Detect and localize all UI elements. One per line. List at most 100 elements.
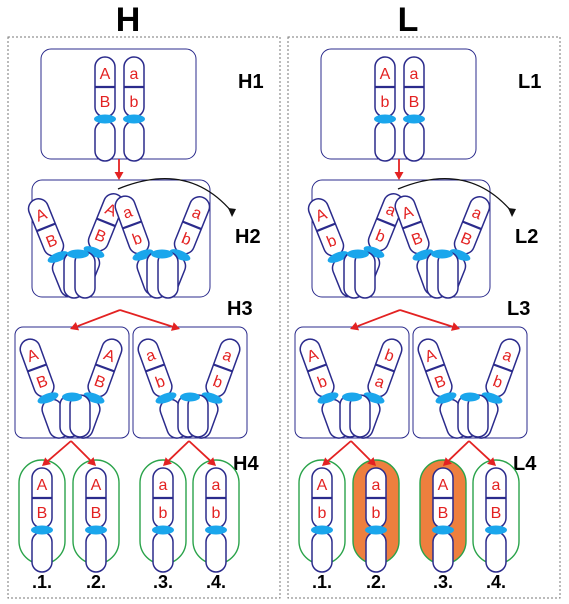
gamete-number: .2. bbox=[366, 572, 386, 592]
gamete-2: ab.2. bbox=[352, 459, 400, 592]
chromosome-lower-arm bbox=[74, 251, 96, 299]
chromosome-lower-arm bbox=[365, 531, 387, 573]
allele-divider bbox=[402, 220, 422, 230]
gamete-4: aB.4. bbox=[472, 459, 520, 592]
gamete-4: ab.4. bbox=[192, 459, 240, 592]
stage-label: L4 bbox=[513, 453, 537, 475]
centromere bbox=[205, 525, 227, 535]
crossover-arrow bbox=[117, 178, 236, 217]
gamete-number: .3. bbox=[433, 572, 453, 592]
centromere bbox=[374, 114, 396, 124]
centromere bbox=[432, 525, 454, 535]
arrow-stage2-3-left bbox=[70, 309, 121, 331]
stage-label: L3 bbox=[507, 298, 530, 320]
centromere bbox=[435, 392, 457, 404]
gamete-3: AB.3. bbox=[419, 459, 467, 592]
chromosome: ab bbox=[123, 56, 145, 162]
allele-divider bbox=[122, 220, 142, 230]
stage1-cell bbox=[320, 48, 477, 160]
chromosome: AB bbox=[432, 467, 454, 573]
gamete-number: .3. bbox=[153, 572, 173, 592]
centromere bbox=[94, 114, 116, 124]
allele-label: B bbox=[100, 94, 111, 111]
centromere bbox=[327, 251, 349, 263]
arrow-stage2-3-left bbox=[350, 309, 401, 331]
gamete-1: AB.1. bbox=[18, 459, 66, 592]
gamete-number: .1. bbox=[312, 572, 332, 592]
stage-letter: H bbox=[238, 71, 252, 93]
allele-label: A bbox=[91, 477, 102, 494]
stage-label: L2 bbox=[515, 226, 538, 248]
centromere bbox=[311, 525, 333, 535]
chromosome: AB bbox=[85, 467, 107, 573]
arrow-stage3-gamete-2 bbox=[350, 440, 376, 466]
allele-divider bbox=[493, 363, 513, 373]
chromosome-lower-arm bbox=[205, 531, 227, 573]
arrow-stage3-gamete-1 bbox=[42, 440, 72, 466]
arrow-stage3-gamete-3 bbox=[163, 440, 190, 466]
centromere bbox=[485, 525, 507, 535]
centromere bbox=[123, 114, 145, 124]
panel-border bbox=[287, 36, 561, 599]
gamete-number: .4. bbox=[486, 572, 506, 592]
centromere bbox=[83, 392, 105, 404]
stage-number: 4 bbox=[525, 453, 537, 475]
stage-number: 2 bbox=[249, 226, 260, 248]
centromere bbox=[155, 392, 177, 404]
arrow-stage1-2 bbox=[114, 159, 124, 180]
panel-border bbox=[7, 36, 281, 599]
panel-h: HH1H2H3H4ABabABABababABABababAB.1.AB.2.a… bbox=[7, 1, 281, 599]
allele-divider bbox=[307, 363, 327, 373]
chromosome-lower-arm bbox=[152, 531, 174, 573]
chromosome-lower-arm bbox=[85, 531, 107, 573]
chromosome: ab bbox=[365, 467, 387, 573]
stage-number: 1 bbox=[530, 71, 541, 93]
allele-label: b bbox=[130, 94, 139, 111]
centromere bbox=[83, 246, 105, 258]
centromere bbox=[62, 392, 82, 402]
allele-divider bbox=[462, 220, 482, 231]
stage-letter: H bbox=[233, 453, 247, 475]
centromere bbox=[37, 392, 59, 404]
centromere bbox=[481, 392, 503, 404]
allele-divider bbox=[36, 222, 56, 233]
centromere bbox=[85, 525, 107, 535]
gamete-number: .2. bbox=[86, 572, 106, 592]
centromere bbox=[449, 249, 471, 261]
centromere bbox=[67, 249, 89, 259]
gamete-2: AB.2. bbox=[72, 459, 120, 592]
allele-label: a bbox=[410, 66, 419, 83]
stage-letter: H bbox=[235, 226, 249, 248]
chromosome-lower-arm bbox=[354, 251, 376, 299]
allele-label: a bbox=[130, 66, 139, 83]
stage-number: 1 bbox=[252, 71, 263, 93]
allele-divider bbox=[27, 363, 47, 373]
centromere bbox=[152, 525, 174, 535]
centromere bbox=[431, 249, 453, 259]
chromosome-lower-arm bbox=[485, 531, 507, 573]
centromere bbox=[412, 249, 434, 261]
allele-divider bbox=[316, 222, 336, 233]
chromosome-lower-arm bbox=[311, 531, 333, 573]
stage-letter: L bbox=[507, 298, 519, 320]
allele-divider bbox=[95, 363, 115, 373]
allele-label: A bbox=[37, 477, 48, 494]
panel-title: L bbox=[398, 1, 419, 39]
arrow-stage3-gamete-3 bbox=[443, 440, 470, 466]
arrow-stage2-3-right bbox=[119, 309, 180, 331]
allele-divider bbox=[145, 363, 165, 373]
chromosome: Ab bbox=[311, 467, 333, 573]
stage-letter: H bbox=[227, 298, 241, 320]
chromosome-lower-arm bbox=[432, 531, 454, 573]
allele-divider bbox=[375, 363, 395, 373]
arrow-stage3-gamete-4 bbox=[468, 440, 496, 466]
centromere bbox=[363, 392, 385, 404]
stage-number: 4 bbox=[247, 453, 259, 475]
stage-label: H1 bbox=[238, 71, 264, 93]
allele-label: B bbox=[438, 505, 449, 522]
allele-label: a bbox=[492, 477, 501, 494]
centromere bbox=[31, 525, 53, 535]
allele-divider bbox=[213, 363, 233, 373]
stage-label: L1 bbox=[518, 71, 541, 93]
